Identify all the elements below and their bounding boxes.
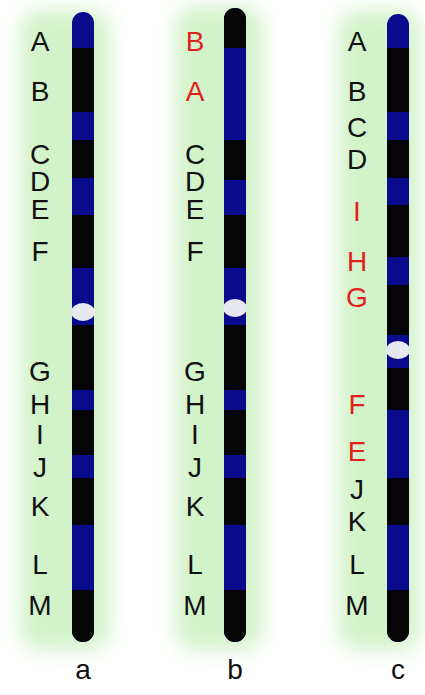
- band: [72, 410, 94, 455]
- band: [72, 140, 94, 178]
- gene-letter: L: [187, 551, 203, 579]
- band: [224, 590, 246, 642]
- band: [224, 8, 246, 48]
- chromosome-label: b: [227, 656, 243, 684]
- gene-letter: B: [31, 78, 50, 106]
- gene-letter: G: [346, 284, 368, 312]
- gene-letter: I: [36, 421, 44, 449]
- centromere: [386, 341, 410, 359]
- band: [72, 478, 94, 525]
- band: [224, 215, 246, 268]
- gene-letter: G: [184, 358, 206, 386]
- gene-letter: H: [30, 391, 50, 419]
- gene-letter: E: [31, 196, 50, 224]
- band: [224, 140, 246, 180]
- gene-letter: D: [30, 168, 50, 196]
- halo: [338, 10, 420, 650]
- gene-letter: L: [32, 551, 48, 579]
- chromosome-c: [387, 14, 409, 642]
- gene-letter: K: [186, 493, 205, 521]
- halo: [175, 6, 263, 650]
- chromosome-body: [72, 12, 94, 642]
- gene-letter: A: [31, 28, 50, 56]
- gene-letter: J: [33, 454, 47, 482]
- gene-letter: M: [345, 592, 368, 620]
- gene-letter: L: [349, 551, 365, 579]
- gene-letter: E: [186, 196, 205, 224]
- gene-letter: G: [29, 358, 51, 386]
- gene-letter: A: [348, 28, 367, 56]
- band: [72, 48, 94, 112]
- band: [72, 215, 94, 268]
- band: [72, 325, 94, 390]
- gene-letter: I: [191, 421, 199, 449]
- gene-letter: D: [347, 146, 367, 174]
- chromosome-b: [224, 8, 246, 642]
- gene-letter: F: [186, 238, 203, 266]
- gene-letter: F: [31, 238, 48, 266]
- gene-letter: C: [30, 141, 50, 169]
- band: [387, 478, 409, 525]
- band: [387, 48, 409, 112]
- gene-letter: H: [185, 391, 205, 419]
- gene-letter: A: [186, 78, 205, 106]
- gene-letter: E: [348, 438, 367, 466]
- gene-letter: K: [348, 508, 367, 536]
- band: [224, 478, 246, 525]
- chromosome-label: c: [391, 656, 405, 684]
- band: [72, 590, 94, 642]
- gene-letter: D: [185, 168, 205, 196]
- gene-letter: J: [350, 476, 364, 504]
- gene-letter: J: [188, 454, 202, 482]
- band: [387, 205, 409, 257]
- centromere: [71, 303, 95, 321]
- band: [224, 410, 246, 455]
- gene-letter: F: [348, 391, 365, 419]
- gene-letter: I: [353, 198, 361, 226]
- gene-letter: C: [185, 141, 205, 169]
- centromere: [223, 299, 247, 317]
- chromosome-body: [387, 14, 409, 642]
- halo: [20, 10, 110, 650]
- gene-letter: C: [347, 114, 367, 142]
- gene-letter: B: [348, 78, 367, 106]
- gene-letter: K: [31, 493, 50, 521]
- chromosome-body: [224, 8, 246, 642]
- band: [387, 140, 409, 178]
- gene-letter: B: [186, 28, 205, 56]
- gene-letter: H: [347, 248, 367, 276]
- band: [224, 325, 246, 390]
- gene-letter: M: [28, 592, 51, 620]
- band: [387, 590, 409, 642]
- gene-letter: M: [183, 592, 206, 620]
- band: [387, 368, 409, 410]
- band: [387, 285, 409, 335]
- chromosome-label: a: [75, 656, 91, 684]
- chromosome-a: [72, 12, 94, 642]
- green-halo: [20, 6, 420, 650]
